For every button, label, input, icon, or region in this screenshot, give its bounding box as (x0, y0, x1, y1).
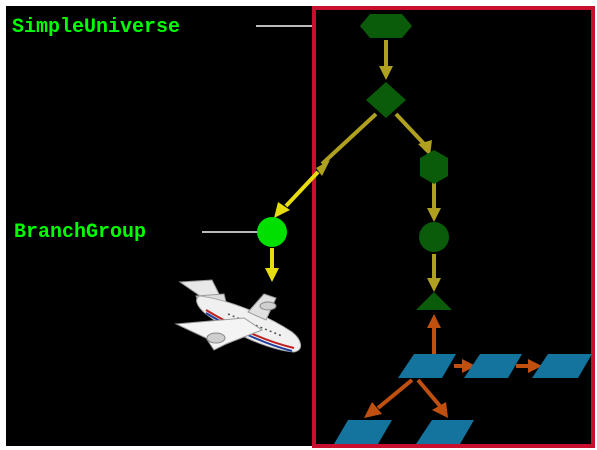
edge-locale-to-group1 (394, 112, 428, 148)
arrowhead-to-branchgroup (274, 202, 290, 218)
arrowhead-view-to-physenv (432, 402, 448, 418)
arrowhead-group1-to-group2 (427, 208, 441, 222)
arrowhead-locale-to-group1 (418, 140, 432, 156)
canvas3d-object (464, 354, 522, 378)
edge-to-branchgroup (284, 170, 320, 208)
arrowhead-branchgroup-to-shape (265, 268, 279, 282)
view-object (398, 354, 456, 378)
edge-locale-to-branch (320, 112, 378, 166)
edge-view-to-physbody (376, 378, 414, 410)
arrowhead-group2-to-leaf (427, 278, 441, 292)
view-branch-frame (312, 6, 595, 448)
edges-content-branch (265, 170, 320, 282)
viewplatform-node (416, 292, 452, 310)
airplane-icon (174, 279, 301, 353)
physical-environment-object (416, 420, 474, 444)
transformgroup-node (419, 222, 449, 252)
virtual-universe-node (360, 14, 412, 38)
view-branchgroup-node (420, 150, 448, 184)
locale-node (366, 82, 406, 118)
arrowhead-view-to-canvas (462, 359, 476, 373)
arrowhead-locale-to-branch (316, 160, 330, 176)
edges-view-branch (316, 40, 441, 292)
edges-components (364, 314, 542, 418)
arrowhead-root-to-locale (379, 66, 393, 80)
arrowhead-view-to-leaf (427, 314, 441, 328)
screen3d-object (532, 354, 592, 378)
physical-body-object (334, 420, 392, 444)
arrowhead-view-to-physbody (364, 402, 382, 418)
edge-view-to-physenv (416, 378, 442, 408)
simple-universe-label: SimpleUniverse (12, 16, 180, 39)
branch-group-label: BranchGroup (14, 221, 146, 244)
branchgroup-node (257, 217, 287, 247)
arrowhead-canvas-to-screen (528, 359, 542, 373)
